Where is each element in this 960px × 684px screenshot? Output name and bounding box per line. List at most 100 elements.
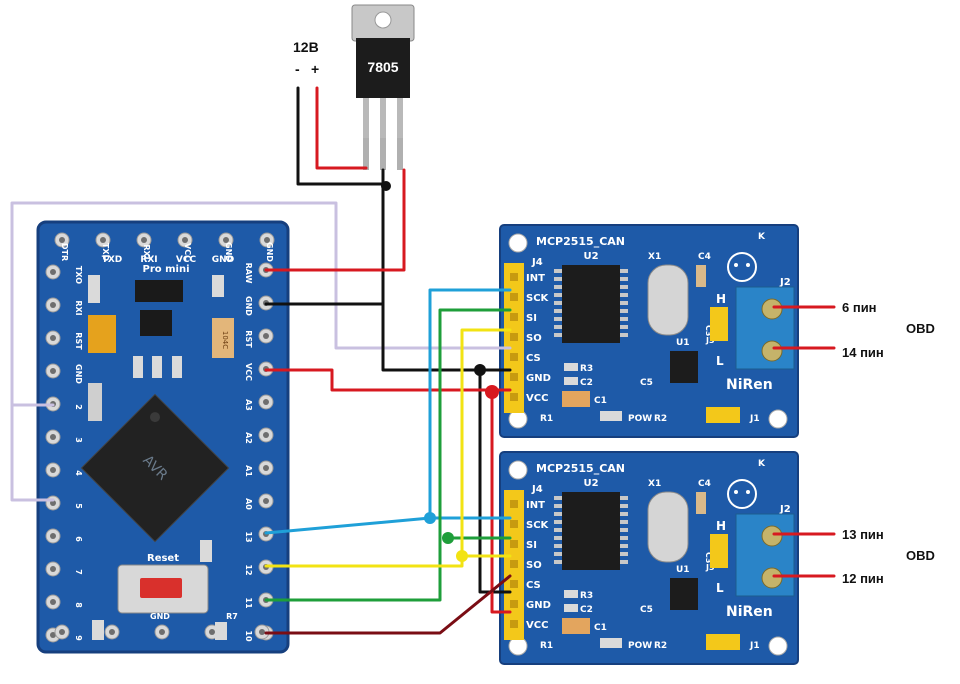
obd-pin-6-label: 6 пин bbox=[842, 300, 877, 315]
wire-si bbox=[264, 308, 512, 602]
arduino-top-hole-core bbox=[59, 237, 65, 243]
diode-component bbox=[135, 280, 183, 302]
arduino-top-row-label: VCC bbox=[176, 255, 197, 265]
c1-label: C1 bbox=[594, 396, 607, 406]
r1-label: R1 bbox=[540, 641, 553, 651]
chip-leg bbox=[554, 293, 562, 297]
capacitor bbox=[696, 492, 706, 514]
arduino-top-pin-label: GND bbox=[265, 242, 274, 262]
chip-leg bbox=[554, 285, 562, 289]
capacitor-c1 bbox=[562, 391, 590, 407]
header-pin bbox=[510, 373, 518, 381]
arduino-right-pin-label: A2 bbox=[244, 432, 253, 444]
chip-leg bbox=[554, 269, 562, 273]
arduino-left-pin-label: 5 bbox=[74, 503, 83, 509]
arduino-top-hole-core bbox=[141, 237, 147, 243]
capacitor-component bbox=[212, 318, 234, 358]
arduino-right-pin-label: 13 bbox=[244, 531, 253, 542]
reset-label: Reset bbox=[147, 553, 179, 564]
chip-leg bbox=[620, 333, 628, 337]
arduino-left-hole-core bbox=[50, 269, 56, 275]
h-label: H bbox=[716, 519, 726, 533]
arduino-right-pin-label: GND bbox=[244, 296, 253, 316]
pow-label: POW bbox=[628, 414, 652, 424]
jumper-j1 bbox=[706, 407, 740, 423]
wire-so bbox=[264, 328, 512, 568]
jumper-j3 bbox=[710, 534, 728, 568]
arduino-right-hole-core bbox=[263, 465, 269, 471]
pow-label: POW bbox=[628, 641, 652, 651]
obd-label-1: OBD bbox=[906, 321, 935, 336]
header-pin bbox=[510, 273, 518, 281]
cat-logo-head bbox=[727, 252, 757, 282]
supply-plus-label: + bbox=[311, 61, 319, 77]
chip-leg bbox=[554, 536, 562, 540]
u1-label: U1 bbox=[676, 338, 690, 348]
transceiver-chip bbox=[670, 578, 698, 610]
chip-leg bbox=[620, 520, 628, 524]
cat-logo-eye bbox=[734, 490, 738, 494]
regulator-label: 7805 bbox=[367, 59, 398, 75]
tantalum-capacitor bbox=[88, 315, 116, 353]
can-pin-label: SI bbox=[526, 313, 537, 324]
j1-label: J1 bbox=[749, 414, 760, 424]
header-pin bbox=[510, 333, 518, 341]
can-pin-label: CS bbox=[526, 580, 541, 591]
atmega-chip: AVR bbox=[80, 393, 230, 543]
chip-leg bbox=[554, 544, 562, 548]
header-pin bbox=[510, 540, 518, 548]
header-pin bbox=[510, 520, 518, 528]
header-pin bbox=[510, 600, 518, 608]
wires bbox=[10, 86, 836, 635]
cat-logo-icon bbox=[727, 252, 757, 282]
c3-label: C3 bbox=[704, 552, 713, 563]
j2-label: J2 bbox=[779, 504, 791, 515]
chip-leg bbox=[554, 552, 562, 556]
chip-leg bbox=[554, 496, 562, 500]
resistor bbox=[564, 363, 578, 371]
arduino-left-pin-label: 7 bbox=[74, 569, 83, 575]
can-pin-label: SO bbox=[526, 333, 542, 344]
arduino-left-hole-core bbox=[50, 599, 56, 605]
chip-leg bbox=[620, 269, 628, 273]
transceiver-chip bbox=[670, 351, 698, 383]
r1-label: R1 bbox=[540, 414, 553, 424]
cat-logo-head bbox=[727, 479, 757, 509]
obd-label-2: OBD bbox=[906, 548, 935, 563]
crystal bbox=[647, 491, 689, 563]
j4-label: J4 bbox=[531, 484, 543, 495]
cat-logo-eye bbox=[746, 263, 750, 267]
header-pin bbox=[510, 620, 518, 628]
arduino-top-pin-label: TXD bbox=[101, 243, 110, 262]
arduino-right-pin-label: A1 bbox=[244, 465, 253, 477]
arduino-left-pin-label: 2 bbox=[74, 404, 83, 410]
can-pin-label: GND bbox=[526, 600, 551, 611]
mount-hole bbox=[768, 636, 788, 656]
x1-label: X1 bbox=[648, 252, 661, 262]
arduino-left-pin-label: GND bbox=[74, 364, 83, 384]
can-pin-label: SO bbox=[526, 560, 542, 571]
arduino-top-hole-core bbox=[100, 237, 106, 243]
arduino-bottom-hole-core bbox=[59, 629, 65, 635]
arduino-right-pin-label: RAW bbox=[244, 263, 253, 284]
capacitor bbox=[696, 265, 706, 287]
c4-label: C4 bbox=[698, 252, 711, 262]
mount-hole bbox=[508, 460, 528, 480]
u2-label: U2 bbox=[583, 251, 598, 262]
supply-voltage-label: 12В bbox=[293, 39, 319, 55]
arduino-bottom-hole-core bbox=[209, 629, 215, 635]
terminal-screw bbox=[761, 298, 783, 320]
terminal-screw bbox=[761, 567, 783, 589]
can-pin-label: SI bbox=[526, 540, 537, 551]
arduino-right-hole-core bbox=[263, 399, 269, 405]
chip-leg bbox=[554, 560, 562, 564]
chip-leg bbox=[620, 309, 628, 313]
arduino-right-hole-core bbox=[263, 333, 269, 339]
mount-hole bbox=[768, 409, 788, 429]
arduino-left-pin-label: 3 bbox=[74, 437, 83, 443]
header-pin bbox=[510, 580, 518, 588]
brand-label: NiRen bbox=[726, 377, 773, 393]
